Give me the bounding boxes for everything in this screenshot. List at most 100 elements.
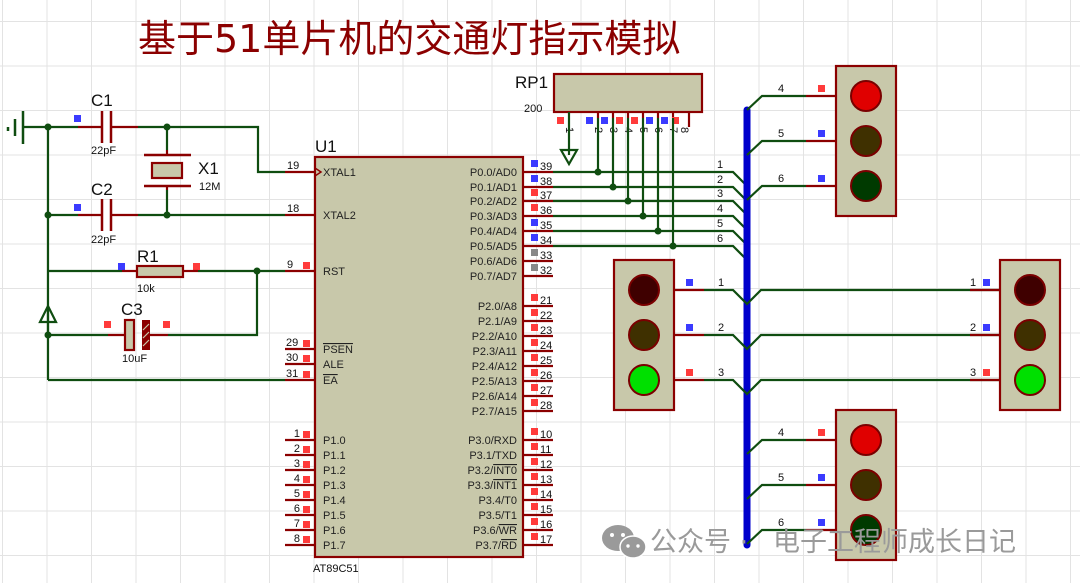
pin-number: 2 [718,322,724,334]
u1-pin-6[interactable]: 6P1.5 [285,503,346,522]
crystal-x1[interactable]: X1 12M [144,150,220,193]
pin-state-indicator [531,249,538,256]
traffic-light-west[interactable]: 123 [612,258,1000,412]
bus-net-label: 2 [717,174,723,186]
pin-name: P1.4 [323,495,346,507]
pin-number: 31 [286,368,298,380]
capacitor-c3[interactable]: C3 10uF [104,300,170,365]
yellow-lamp [850,469,882,501]
pin-state-indicator [531,309,538,316]
pin-name: P2.3/A11 [473,346,517,358]
pin-state-indicator [531,503,538,510]
rp1-ref: RP1 [515,73,548,92]
pin-state-indicator [531,339,538,346]
capacitor-c2[interactable]: C2 22pF [74,180,138,246]
c1-value: 22pF [91,145,116,157]
traffic-light-south[interactable]: 456 [746,408,898,562]
u1-pin-4[interactable]: 4P1.3 [285,473,346,492]
rp1-pin-8[interactable]: 8 [672,112,691,133]
pin-name: P1.3 [323,480,346,492]
u1-pin-5[interactable]: 5P1.4 [285,488,346,507]
traffic-light-north[interactable]: 456 [746,64,898,218]
capacitor-c1[interactable]: C1 22pF [74,91,138,157]
yellow-lamp [628,319,660,351]
pin-state-indicator [818,429,825,436]
pin-number: 2 [970,322,976,334]
pin-number: 27 [540,385,552,397]
resistor-r1[interactable]: R1 10k [118,247,200,295]
pin-state-indicator [531,294,538,301]
microcontroller-u1[interactable]: U1 AT89C51 19XTAL118XTAL29RST29PSEN30ALE… [285,137,553,575]
u1-pin-2[interactable]: 2P1.1 [285,443,346,462]
pin-name: P0.3/AD3 [470,211,517,223]
power-terminal-icon [38,303,58,335]
pin-number: 30 [286,352,298,364]
pin-name: P2.4/A12 [472,361,517,373]
pin-name: PSEN [323,344,353,356]
pin-name: P2.1/A9 [478,316,517,328]
pin-name: P0.1/AD1 [470,182,517,194]
pin-number: 25 [540,355,552,367]
pin-state-indicator [983,369,990,376]
pin-state-indicator [531,219,538,226]
pin-name: P2.7/A15 [472,406,517,418]
green-lamp [628,364,660,396]
u1-pin-1[interactable]: 1P1.0 [285,428,346,447]
pin-number: 33 [540,250,552,262]
bus-net-label: 4 [717,203,723,215]
c2-ref: C2 [91,180,113,199]
u1-pin-8[interactable]: 8P1.7 [285,533,346,552]
pin-number: 26 [540,370,552,382]
pin-name: P3.2/INT0 [467,465,517,477]
pin-name: P2.2/A10 [472,331,517,343]
traffic-light-east[interactable]: 123 [970,258,1062,412]
pin-name: P1.5 [323,510,346,522]
u1-pin-7[interactable]: 7P1.6 [285,518,346,537]
pin-state-indicator [531,204,538,211]
pin-state-indicator [818,175,825,182]
watermark-name: 电子工程师成长日记 [773,527,1016,558]
pin-state-indicator [983,324,990,331]
yellow-lamp [850,125,882,157]
pin-number: 39 [540,161,552,173]
pin-name: P1.2 [323,465,346,477]
pin-name: P0.4/AD4 [470,226,517,238]
pin-name: P2.6/A14 [472,391,517,403]
pin-state-indicator [661,117,668,124]
rp1-pin-1[interactable]: 1 [557,117,575,133]
pin-state-indicator [686,324,693,331]
pin-name: EA [323,375,338,387]
u1-pin-3[interactable]: 3P1.2 [285,458,346,477]
